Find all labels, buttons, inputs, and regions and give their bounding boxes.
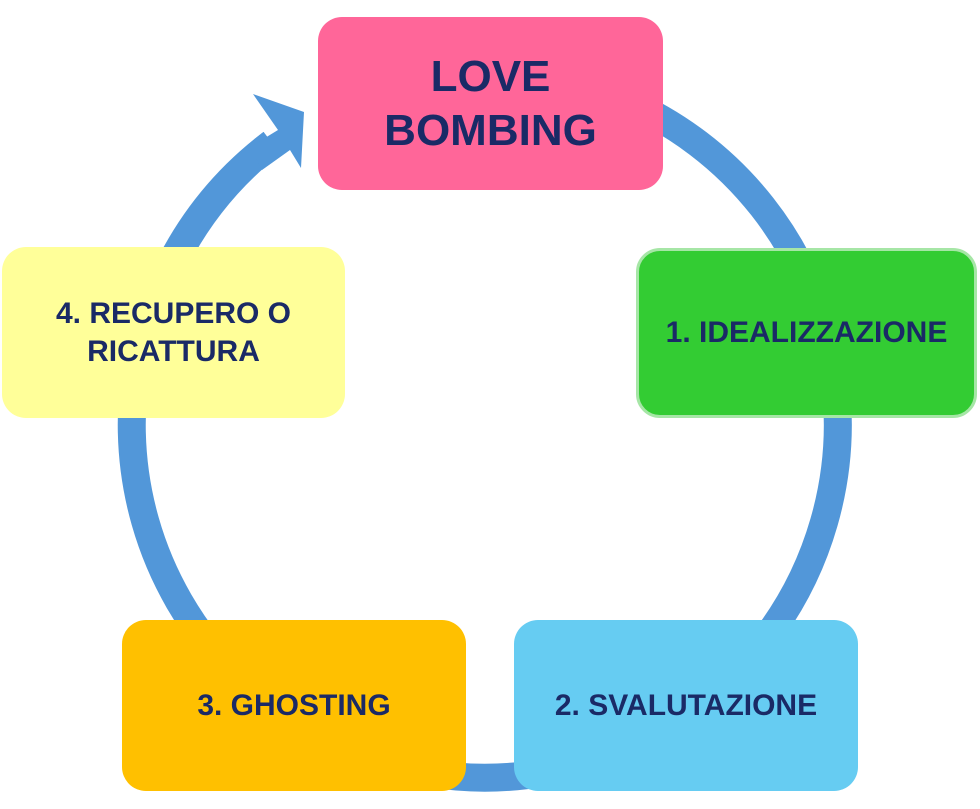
arrowhead-icon	[250, 94, 304, 170]
step-idealizzazione: 1. IDEALIZZAZIONE	[636, 248, 977, 418]
step-recupero: 4. RECUPERO O RICATTURA	[2, 247, 345, 418]
step-label: 3. GHOSTING	[197, 688, 391, 722]
step-label: 1. IDEALIZZAZIONE	[665, 316, 948, 349]
step-label-line1: LOVE	[430, 51, 551, 101]
step-label-line1: 4. RECUPERO O	[55, 296, 292, 330]
step-label-line2: BOMBING	[384, 105, 597, 155]
step-ghosting: 3. GHOSTING	[122, 620, 466, 791]
step-label: 2. SVALUTAZIONE	[554, 688, 818, 722]
step-label-line2: RICATTURA	[87, 334, 260, 368]
step-svalutazione: 2. SVALUTAZIONE	[514, 620, 858, 791]
